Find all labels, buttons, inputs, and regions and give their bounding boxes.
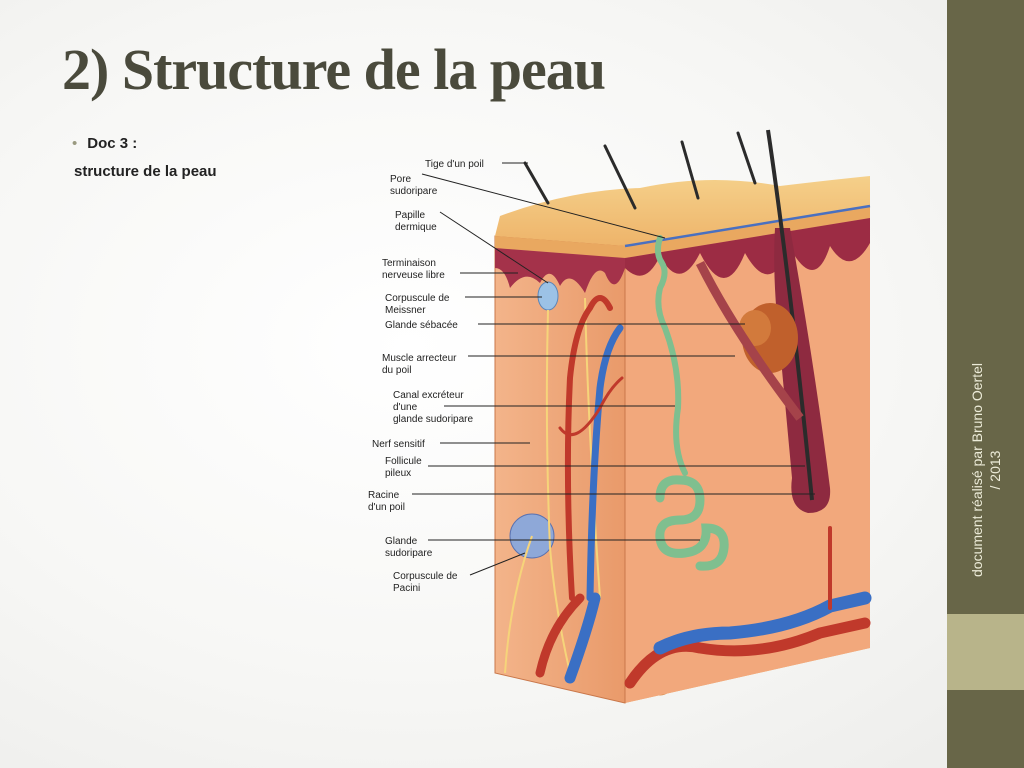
- hair-shafts: [523, 131, 757, 210]
- label-muscle-1: Muscle arrecteur: [382, 353, 457, 364]
- blood-vessels: [535, 295, 872, 689]
- label-follicule-1: Follicule: [385, 456, 422, 467]
- leader-lines: [412, 162, 815, 576]
- label-follicule-2: pileux: [385, 468, 411, 479]
- label-pacini-2: Pacini: [393, 583, 420, 594]
- label-canal-2: d'une: [393, 402, 418, 413]
- skin-structure-diagram: Tige d'un poil Pore sudoripare Papille d…: [368, 129, 872, 704]
- label-canal-3: glande sudoripare: [393, 414, 473, 425]
- diagram-labels: Tige d'un poil Pore sudoripare Papille d…: [368, 159, 484, 594]
- author-credit-line2: / 2013: [987, 450, 1003, 490]
- label-canal-1: Canal excréteur: [393, 390, 464, 401]
- label-terminaison-1: Terminaison: [382, 258, 436, 269]
- label-pore-1: Pore: [390, 174, 412, 185]
- author-credit: document réalisé par Bruno Oertel / 2013: [968, 363, 1004, 577]
- arrector-muscle: [695, 260, 804, 421]
- label-papille-2: dermique: [395, 222, 437, 233]
- bullet-doc-ref: • Doc 3 :: [72, 135, 137, 152]
- meissner-corpuscle: [537, 281, 559, 311]
- label-racine-2: d'un poil: [368, 502, 405, 513]
- label-meissner-2: Meissner: [385, 305, 426, 316]
- bullet-icon: •: [72, 135, 78, 152]
- label-meissner-1: Corpuscule de: [385, 293, 450, 304]
- bullet-text: Doc 3 :: [87, 135, 138, 152]
- side-accent-block: [947, 614, 1024, 690]
- author-credit-line1: document réalisé par Bruno Oertel: [969, 363, 985, 577]
- diagram-caption: structure de la peau: [74, 163, 217, 180]
- label-glande-2: sudoripare: [385, 548, 433, 559]
- sweat-gland: [654, 235, 729, 571]
- label-papille-1: Papille: [395, 210, 425, 221]
- slide-title: 2) Structure de la peau: [62, 37, 606, 102]
- label-muscle-2: du poil: [382, 365, 411, 376]
- label-nerf: Nerf sensitif: [372, 439, 425, 450]
- label-racine-1: Racine: [368, 490, 400, 501]
- label-glande-1: Glande: [385, 536, 418, 547]
- label-tige: Tige d'un poil: [425, 159, 484, 170]
- hair-follicle: [766, 129, 831, 513]
- label-pacini-1: Corpuscule de: [393, 571, 458, 582]
- label-pore-2: sudoripare: [390, 186, 438, 197]
- label-terminaison-2: nerveuse libre: [382, 270, 445, 281]
- label-sebacee: Glande sébacée: [385, 320, 458, 331]
